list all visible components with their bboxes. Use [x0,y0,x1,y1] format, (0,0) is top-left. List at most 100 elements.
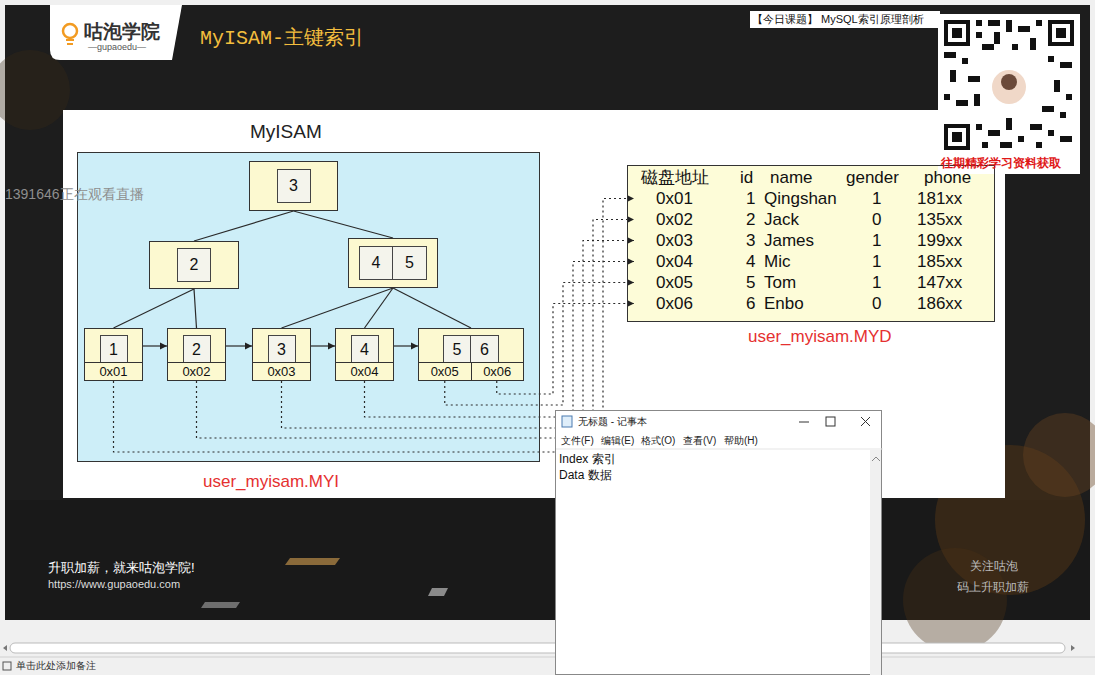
index-panel: MyISAM324510x0120x0230x0340x04560x050x06 [77,152,540,462]
table-cell: Jack [764,209,799,230]
data-file-table: 磁盘地址 idname gender phone 0x01 1 Qingshan 1 181xx… [627,165,995,322]
table-header: gender [846,167,899,188]
pointer-arrow [197,220,635,439]
label: 关注咕泡 [970,558,1018,575]
leaf-keys: 2 [168,329,225,363]
notepad-chrome [556,411,883,675]
leaf-node: 10x01 [84,328,143,381]
disk-address: 0x04 [336,363,393,380]
table-cell: 199xx [917,230,962,251]
leaf-addresses: 0x02 [168,363,225,380]
table-cell: 1 [872,188,881,209]
leaf-node: 30x03 [252,328,311,381]
table-cell: Qingshan [764,188,837,209]
disk-address: 0x03 [253,363,310,380]
table-cell: 5 [746,272,755,293]
label: 咕泡学院 [84,19,160,45]
leaf-key: 3 [268,335,296,362]
leaf-key: 2 [183,335,211,362]
label: 文件(F) [561,434,594,448]
label: 码上升职加薪 [957,579,1029,596]
tree-line [294,211,394,238]
table-cell: 2 [746,209,755,230]
label: 1391646正在观看直播 [5,186,144,204]
leaf-key: 6 [471,335,499,362]
tree-line [194,289,197,328]
label: https://www.gupaoedu.com [48,578,180,590]
table-cell: 181xx [917,188,962,209]
leaf-link-arrow [143,345,167,346]
table-cell: 147xx [917,272,962,293]
tree-line [365,288,394,328]
table-cell: 0x06 [656,293,693,314]
label: Data 数据 [559,467,612,484]
label: user_myisam.MYI [203,472,339,492]
table-row: 0x033James1199xx [634,230,990,251]
table-cell: 6 [746,293,755,314]
label: user_myisam.MYD [748,327,892,347]
index-key: 3 [277,169,311,203]
table-cell: 1 [872,272,881,293]
tree-line [194,211,294,241]
label: 升职加薪，就来咕泡学院! [48,559,195,577]
leaf-link-arrow [394,345,418,346]
table-cell: 1 [872,230,881,251]
leaf-keys: 1 [85,329,142,363]
table-cell: 1 [746,188,755,209]
index-key: 2 [177,248,211,282]
leaf-link-arrow [226,345,252,346]
index-key: 4 [359,246,393,280]
leaf-addresses: 0x03 [253,363,310,380]
index-node: 45 [348,238,438,288]
table-row: 0x055Tom1147xx [634,272,990,293]
tree-line [282,288,394,328]
table-cell: 186xx [917,293,962,314]
table-cell: 0x04 [656,251,693,272]
table-header: id [740,167,753,188]
table-cell: 185xx [917,251,962,272]
tree-line [393,288,471,328]
label: 无标题 - 记事本 [578,415,647,429]
table-cell: 0 [872,293,881,314]
label: 往期精彩学习资料获取 [941,155,1061,172]
leaf-addresses: 0x050x06 [419,363,523,380]
table-header: 磁盘地址 [641,167,709,188]
leaf-node: 560x050x06 [418,328,524,381]
index-node: 3 [249,161,338,211]
leaf-node: 40x04 [335,328,394,381]
leaf-addresses: 0x01 [85,363,142,380]
tree-line [114,289,195,328]
index-key: 5 [393,246,427,280]
notepad-window: 无标题 - 记事本文件(F)编辑(E)格式(O)查看(V)帮助(H)Index … [555,410,882,675]
panel-heading: MyISAM [250,121,322,144]
leaf-key: 4 [351,335,379,362]
table-cell: Enbo [764,293,804,314]
leaf-keys: 3 [253,329,310,363]
pointer-arrow [282,241,635,429]
disk-address: 0x02 [168,363,225,380]
table-cell: Mic [764,251,790,272]
table-cell: 0x01 [656,188,693,209]
table-cell: 0 [872,209,881,230]
disk-address: 0x06 [471,363,524,380]
table-cell: James [764,230,814,251]
index-node: 2 [149,241,239,289]
table-row: 0x06 6 Enbo 0 186xx [634,293,990,314]
label: 查看(V) [683,434,716,448]
table-cell: 1 [872,251,881,272]
table-cell: 0x02 [656,209,693,230]
label: 【今日课题】 MySQL索引原理剖析 [752,12,924,27]
leaf-keys: 4 [336,329,393,363]
table-cell: 3 [746,230,755,251]
label: 格式(O) [641,434,675,448]
leaf-key: 5 [443,335,471,362]
table-header: phone [924,167,971,188]
label: Index 索引 [559,451,616,468]
leaf-addresses: 0x04 [336,363,393,380]
table-header: name [770,167,813,188]
leaf-key: 1 [100,335,128,362]
label: 单击此处添加备注 [16,659,96,673]
table-row: 0x022Jack0135xx [634,209,990,230]
table-cell: 4 [746,251,755,272]
